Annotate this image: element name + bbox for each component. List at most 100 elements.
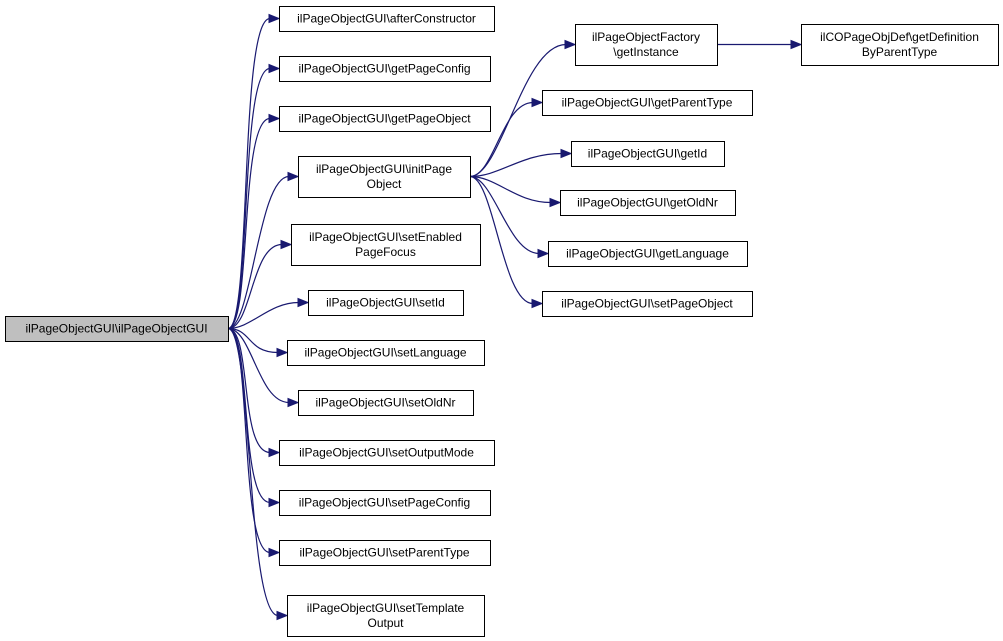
node-box: [287, 595, 485, 637]
node-label: ilPageObjectGUI\afterConstructor: [297, 12, 476, 26]
node-label: ilPageObjectGUI\setOldNr: [315, 396, 455, 410]
arrowhead-setId: [297, 297, 310, 308]
root-node[interactable]: ilPageObjectGUI\ilPageObjectGUI: [5, 316, 229, 342]
edge-initPageObject-to-getLanguage: [469, 175, 540, 255]
node-box: [291, 224, 481, 266]
arrowhead-getLanguage: [537, 248, 550, 259]
edge-root-to-setOldNr: [227, 327, 290, 404]
node-setPageObject[interactable]: ilPageObjectGUI\setPageObject: [542, 291, 753, 317]
node-label: ilPageObjectGUI\setLanguage: [304, 346, 466, 360]
arrowhead-getPageConfig: [268, 63, 281, 74]
node-label: ByParentType: [862, 45, 938, 59]
node-box: [298, 156, 471, 198]
node-label: \getInstance: [613, 45, 679, 59]
node-label: Object: [367, 177, 402, 191]
node-box: [542, 291, 753, 317]
node-label: ilCOPageObjDef\getDefinition: [820, 30, 979, 44]
node-box: [575, 24, 718, 66]
node-box: [548, 241, 748, 267]
node-box: [279, 540, 491, 566]
node-getPageObject[interactable]: ilPageObjectGUI\getPageObject: [279, 106, 491, 132]
node-label: ilPageObjectGUI\setPageConfig: [299, 496, 470, 510]
edge-root-to-setTemplateOutput: [227, 327, 279, 617]
node-box: [298, 390, 474, 416]
arrowhead-setOutputMode: [268, 447, 281, 458]
node-label: Output: [367, 616, 404, 630]
arrowhead-setPageObject: [531, 298, 544, 309]
node-label: ilPageObjectGUI\setOutputMode: [299, 446, 474, 460]
node-factoryGetInstance[interactable]: ilPageObjectFactory\getInstance: [575, 24, 718, 66]
node-box: [287, 340, 485, 366]
node-label: ilPageObjectGUI\setPageObject: [561, 297, 733, 311]
arrowhead-setOldNr: [287, 397, 300, 408]
node-box: [279, 6, 495, 32]
arrowhead-getDefinitionByParentType: [790, 39, 803, 50]
node-getOldNr[interactable]: ilPageObjectGUI\getOldNr: [560, 190, 736, 216]
node-label: ilPageObjectGUI\setId: [326, 296, 445, 310]
edge-root-to-afterConstructor: [227, 17, 271, 330]
arrowhead-getId: [560, 148, 573, 159]
node-getLanguage[interactable]: ilPageObjectGUI\getLanguage: [548, 241, 748, 267]
arrowhead-getOldNr: [549, 197, 562, 208]
node-box: [279, 56, 491, 82]
edge-root-to-getPageConfig: [227, 67, 271, 330]
node-box: [279, 490, 491, 516]
edge-root-to-setEnabledPageFocus: [227, 243, 283, 330]
arrowhead-getPageObject: [268, 113, 281, 124]
arrowhead-initPageObject: [287, 171, 300, 182]
node-box: [308, 290, 464, 316]
node-getParentType[interactable]: ilPageObjectGUI\getParentType: [542, 90, 753, 116]
edges-layer: [227, 13, 803, 621]
edge-initPageObject-to-getParentType: [469, 101, 534, 178]
node-setLanguage[interactable]: ilPageObjectGUI\setLanguage: [287, 340, 485, 366]
edge-initPageObject-to-setPageObject: [469, 175, 534, 305]
edge-root-to-setOutputMode: [227, 327, 271, 454]
node-label: ilPageObjectGUI\setParentType: [299, 546, 469, 560]
edge-root-to-setLanguage: [227, 327, 279, 354]
node-label: ilPageObjectGUI\setTemplate: [307, 601, 465, 615]
nodes-layer: ilPageObjectGUI\ilPageObjectGUI ilPageObj…: [5, 6, 999, 637]
node-label: ilPageObjectGUI\getPageConfig: [298, 62, 470, 76]
node-label: ilPageObjectGUI\getOldNr: [577, 196, 718, 210]
node-box: [279, 106, 491, 132]
edge-initPageObject-to-getOldNr: [469, 175, 552, 204]
node-box: [5, 316, 229, 342]
edge-initPageObject-to-getId: [469, 152, 563, 178]
edge-root-to-initPageObject: [227, 175, 290, 330]
arrowhead-setTemplateOutput: [276, 610, 289, 621]
node-setOldNr[interactable]: ilPageObjectGUI\setOldNr: [298, 390, 474, 416]
node-label: ilPageObjectGUI\ilPageObjectGUI: [25, 322, 207, 336]
arrowhead-afterConstructor: [268, 13, 281, 24]
node-box: [542, 90, 753, 116]
node-label: ilPageObjectGUI\getId: [588, 147, 707, 161]
node-label: ilPageObjectGUI\getPageObject: [298, 112, 471, 126]
arrowhead-setParentType: [268, 547, 281, 558]
node-label: ilPageObjectGUI\setEnabled: [309, 230, 462, 244]
arrowhead-getParentType: [531, 97, 544, 108]
node-label: ilPageObjectGUI\getParentType: [562, 96, 733, 110]
node-box: [279, 440, 495, 466]
node-setParentType[interactable]: ilPageObjectGUI\setParentType: [279, 540, 491, 566]
node-box: [801, 24, 999, 66]
arrowhead-factoryGetInstance: [564, 39, 577, 50]
edge-root-to-getPageObject: [227, 117, 271, 330]
node-setPageConfig[interactable]: ilPageObjectGUI\setPageConfig: [279, 490, 491, 516]
node-getPageConfig[interactable]: ilPageObjectGUI\getPageConfig: [279, 56, 491, 82]
node-box: [571, 141, 725, 167]
node-getId[interactable]: ilPageObjectGUI\getId: [571, 141, 725, 167]
node-afterConstructor[interactable]: ilPageObjectGUI\afterConstructor: [279, 6, 495, 32]
node-label: ilPageObjectFactory: [592, 30, 700, 44]
node-setOutputMode[interactable]: ilPageObjectGUI\setOutputMode: [279, 440, 495, 466]
arrowhead-setEnabledPageFocus: [280, 239, 293, 250]
edge-root-to-setId: [227, 301, 300, 330]
node-label: PageFocus: [355, 245, 416, 259]
node-box: [560, 190, 736, 216]
arrowhead-setPageConfig: [268, 497, 281, 508]
arrowhead-setLanguage: [276, 347, 289, 358]
node-setId[interactable]: ilPageObjectGUI\setId: [308, 290, 464, 316]
